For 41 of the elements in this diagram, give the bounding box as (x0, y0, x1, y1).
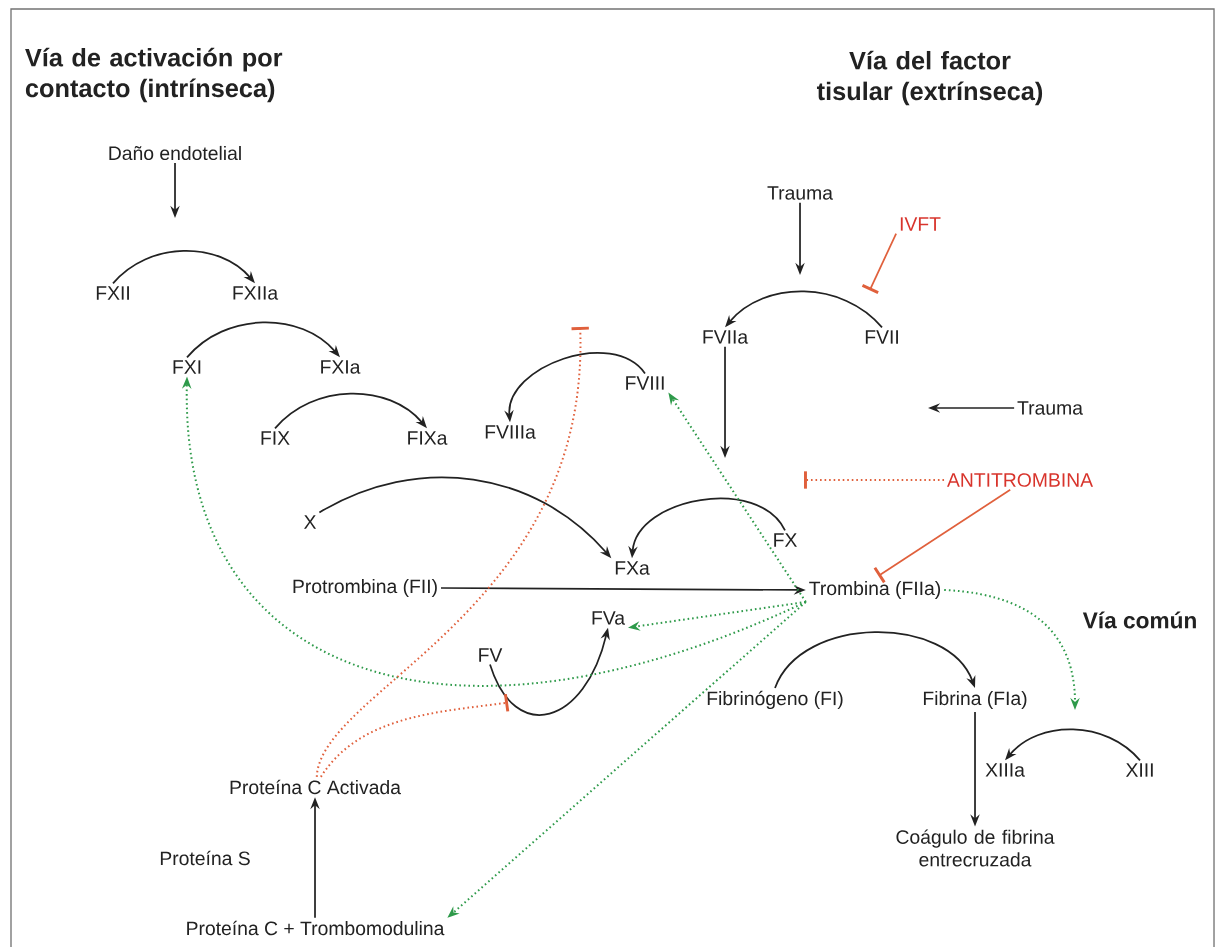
node-label: Trauma (1017, 401, 1083, 415)
node-label: FXII (96, 286, 129, 300)
node-label: FVIIa (703, 330, 749, 344)
arrow (725, 290, 883, 329)
inhibition-line (315, 326, 589, 778)
node-label: Proteína C Activada (230, 779, 401, 795)
heading: Vía común (1082, 611, 1196, 629)
node-label: Coágulo de fibrina entrecruzada (896, 829, 1055, 867)
node-label: X (304, 515, 317, 529)
node-label: FXa (615, 561, 650, 575)
node-label: Proteína C + Trombomodulina (187, 920, 445, 936)
node-label: FIXa (408, 431, 448, 445)
arrow (774, 631, 976, 689)
node-label: Proteína S (160, 850, 250, 866)
arrow (112, 249, 255, 285)
node-label: FVII (865, 330, 898, 344)
node-label: Daño endotelial (109, 145, 241, 161)
heading: Vía de activación por contacto (intrínseca) (25, 47, 283, 103)
node-label: XIIIa (985, 763, 1025, 777)
arrow (1005, 728, 1141, 762)
node-label: FXIa (321, 360, 361, 374)
node-label: Protrombina (FII) (293, 579, 437, 597)
inhibitor-label: IVFT (900, 217, 941, 231)
node-label: FVa (592, 611, 625, 625)
node-label: FV (479, 648, 503, 662)
node-label: FXI (173, 360, 201, 374)
node-label: Fibrina (FIa) (923, 691, 1027, 709)
node-label: XIII (1125, 763, 1153, 777)
node-label: FIX (261, 431, 290, 445)
node-label: FVIII (626, 376, 664, 390)
heading: Vía del factor tisular (extrínseca) (817, 50, 1043, 106)
node-label: FVIIIa (485, 425, 536, 439)
arrow (274, 392, 427, 430)
inhibition-line (804, 471, 946, 489)
node-label: Fibrinógeno (FI) (707, 690, 843, 710)
node-label: Trauma (767, 186, 833, 200)
inhibitor-label: ANTITROMBINA (947, 473, 1093, 487)
node-label: FX (774, 533, 797, 547)
arrow (186, 321, 340, 359)
node-label: Trombina (FIIa) (809, 581, 941, 599)
node-label: FXIIa (233, 286, 279, 300)
